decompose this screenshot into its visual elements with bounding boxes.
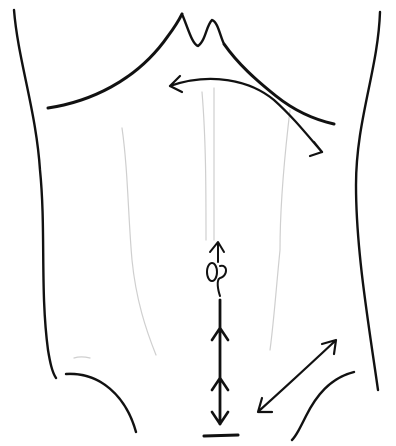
lower-right-double-arrow	[258, 340, 336, 412]
neck-outline	[182, 14, 224, 46]
right-rectus-line	[270, 110, 290, 350]
small-mark	[74, 357, 90, 358]
umbilicus-mark	[207, 242, 226, 296]
upper-double-arrow	[170, 76, 322, 156]
linea-alba-left	[202, 92, 206, 240]
torso-right-outline	[356, 12, 380, 390]
left-costal-margin	[48, 14, 182, 108]
left-inguinal-curve	[66, 374, 136, 432]
right-inguinal-curve	[292, 372, 354, 440]
torso-left-outline	[14, 10, 56, 378]
midline-double-arrow	[212, 300, 228, 424]
pubic-line	[204, 435, 238, 436]
left-rectus-line	[122, 128, 156, 355]
